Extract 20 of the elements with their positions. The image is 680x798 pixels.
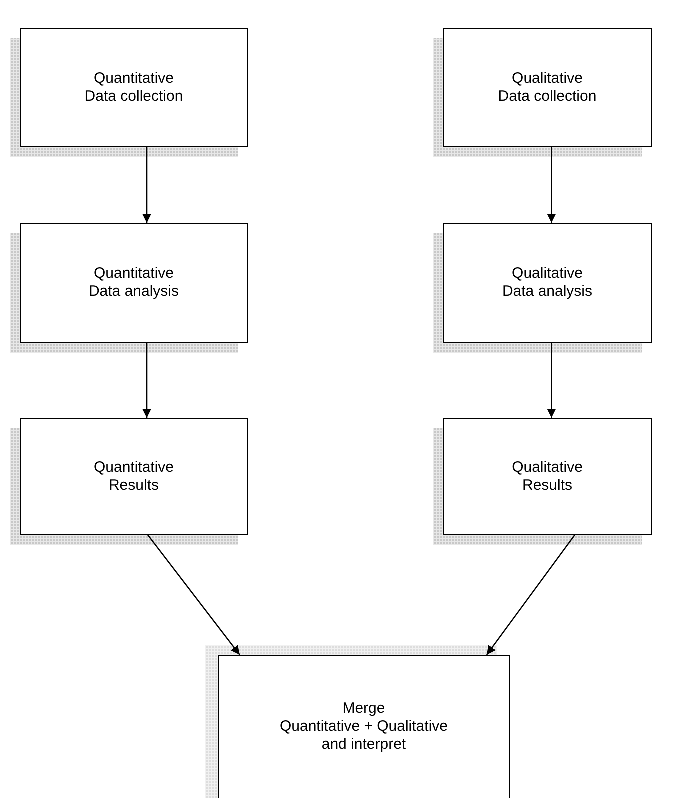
process-box	[443, 28, 652, 147]
box-label: Quantitative Data collection	[84, 70, 184, 106]
box-label: Qualitative Data collection	[498, 70, 597, 106]
process-box	[443, 223, 652, 343]
box-label: Merge Quantitative + Qualitative and interpret	[280, 700, 448, 754]
arrow	[486, 534, 576, 656]
box-label: Quantitative Results	[94, 458, 174, 494]
process-box	[443, 418, 652, 535]
process-box	[20, 28, 248, 147]
process-box	[20, 418, 248, 535]
box-label: Qualitative Data analysis	[502, 265, 593, 301]
box-label: Qualitative Results	[512, 458, 583, 494]
arrow	[142, 343, 152, 418]
process-box	[20, 223, 248, 343]
box-label: Quantitative Data analysis	[88, 265, 180, 301]
arrow	[547, 147, 556, 223]
arrow	[147, 534, 240, 656]
arrow	[547, 343, 556, 418]
process-box	[218, 655, 510, 798]
arrow	[142, 147, 152, 223]
